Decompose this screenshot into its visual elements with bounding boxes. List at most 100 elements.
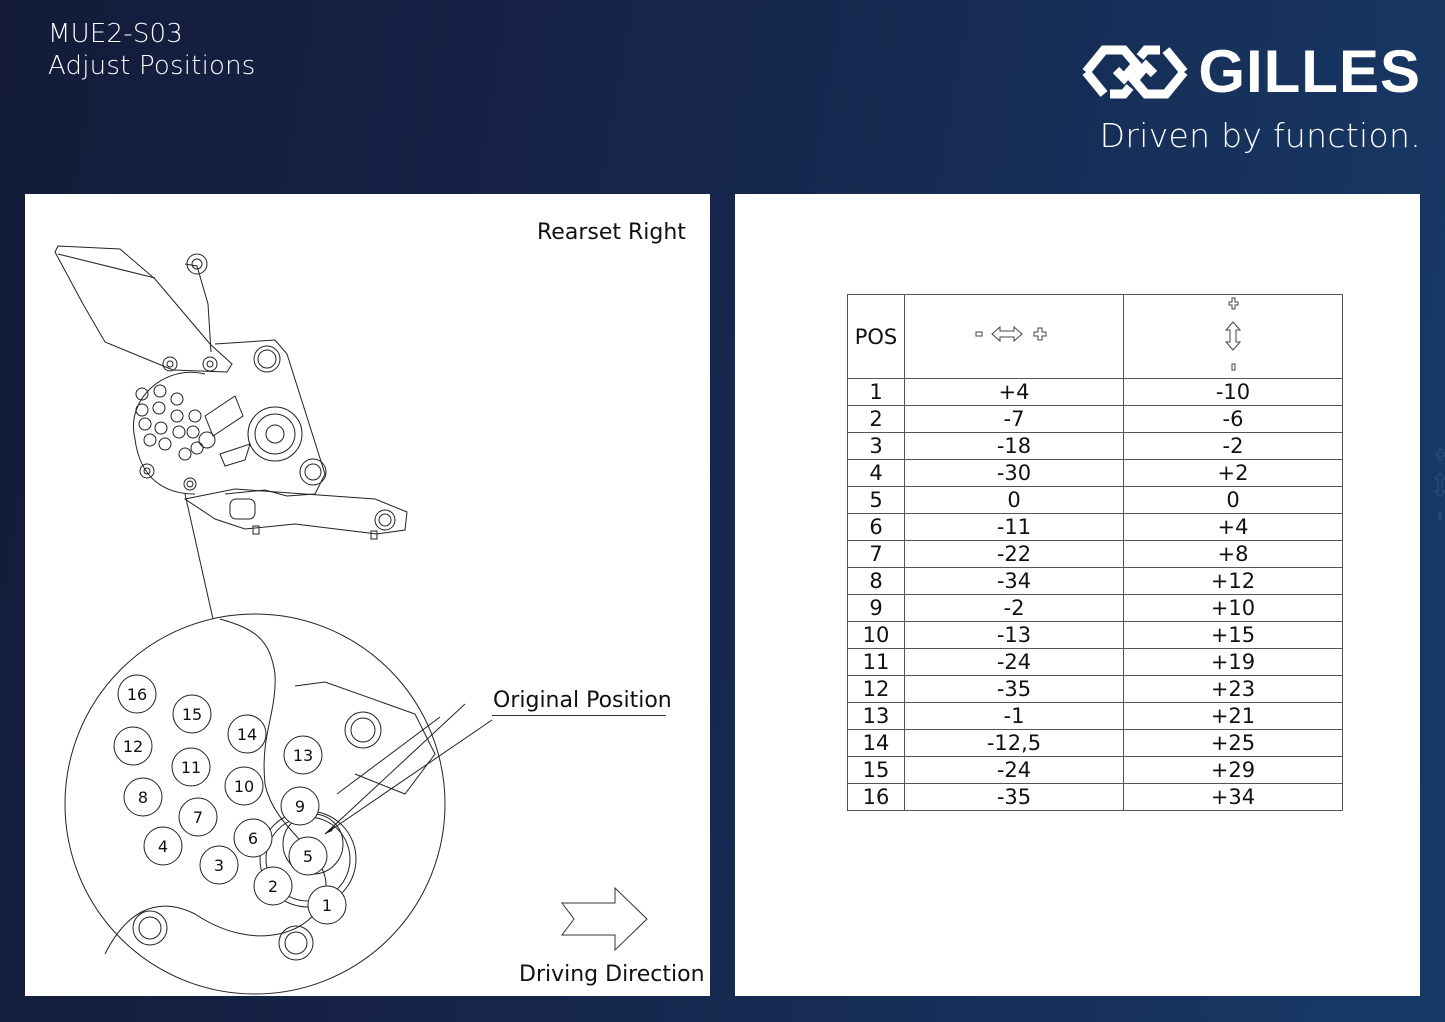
vertical-cell: +10 <box>1123 594 1343 622</box>
horizontal-adjust-header <box>904 294 1124 379</box>
table-row: 8-34+12 <box>847 567 1343 595</box>
svg-text:3: 3 <box>214 856 224 875</box>
position-marker-11: 11 <box>171 747 211 787</box>
page-subtitle: Adjust Positions <box>48 51 256 81</box>
vertical-cell: -6 <box>1123 405 1343 433</box>
table-row: 14-12,5+25 <box>847 729 1343 757</box>
position-marker-16: 16 <box>117 674 157 714</box>
drawing-title: Rearset Right <box>537 220 686 245</box>
position-marker-1: 1 <box>307 885 347 925</box>
table-row: 11-24+19 <box>847 648 1343 676</box>
svg-text:1: 1 <box>322 896 332 915</box>
table-header-row: POS <box>847 294 1343 379</box>
horizontal-cell: -34 <box>904 567 1124 595</box>
drawing-panel: 16 15 14 13 12 11 10 9 8 7 6 5 4 3 2 1 R… <box>25 194 710 996</box>
vertical-cell: +8 <box>1123 540 1343 568</box>
position-marker-2: 2 <box>253 866 293 906</box>
horizontal-cell: -22 <box>904 540 1124 568</box>
svg-text:12: 12 <box>123 737 143 756</box>
svg-text:8: 8 <box>138 788 148 807</box>
table-row: 3-18-2 <box>847 432 1343 460</box>
horizontal-cell: -11 <box>904 513 1124 541</box>
pos-cell: 3 <box>847 432 905 460</box>
table-row: 12-35+23 <box>847 675 1343 703</box>
pos-cell: 4 <box>847 459 905 487</box>
vertical-double-arrow-icon <box>1224 297 1242 371</box>
original-position-underline <box>492 715 666 716</box>
brand-tagline: Driven by function. <box>1099 116 1421 155</box>
table-row: 4-30+2 <box>847 459 1343 487</box>
table-panel: POS <box>735 194 1420 996</box>
vertical-cell: -2 <box>1123 432 1343 460</box>
svg-text:6: 6 <box>248 829 258 848</box>
pos-cell: 12 <box>847 675 905 703</box>
table-row: 16-35+34 <box>847 783 1343 811</box>
svg-text:7: 7 <box>193 808 203 827</box>
pos-cell: 10 <box>847 621 905 649</box>
document-title: MUE2-S03 Adjust Positions <box>48 18 256 82</box>
horizontal-cell: -24 <box>904 648 1124 676</box>
position-table: POS <box>847 294 1343 811</box>
vertical-cell: +2 <box>1123 459 1343 487</box>
vertical-cell: +34 <box>1123 783 1343 811</box>
svg-text:4: 4 <box>158 837 168 856</box>
position-marker-5: 5 <box>288 836 328 876</box>
position-marker-12: 12 <box>113 726 153 766</box>
horizontal-cell: -2 <box>904 594 1124 622</box>
table-row: 6-11+4 <box>847 513 1343 541</box>
vertical-cell: +4 <box>1123 513 1343 541</box>
brand-name: GILLES <box>1198 38 1421 105</box>
vertical-cell: +29 <box>1123 756 1343 784</box>
table-row: 10-13+15 <box>847 621 1343 649</box>
svg-text:11: 11 <box>181 758 201 777</box>
horizontal-cell: -24 <box>904 756 1124 784</box>
pos-cell: 8 <box>847 567 905 595</box>
table-row: 9-2+10 <box>847 594 1343 622</box>
pos-cell: 13 <box>847 702 905 730</box>
svg-text:10: 10 <box>234 777 254 796</box>
vertical-cell: +19 <box>1123 648 1343 676</box>
table-row: 7-22+8 <box>847 540 1343 568</box>
vertical-cell: 0 <box>1123 486 1343 514</box>
vertical-cell: +15 <box>1123 621 1343 649</box>
driving-direction-label: Driving Direction <box>519 962 705 987</box>
vertical-cell: +23 <box>1123 675 1343 703</box>
horizontal-cell: -35 <box>904 783 1124 811</box>
heel-guard-outline <box>54 245 233 373</box>
pos-header: POS <box>847 294 905 379</box>
position-marker-4: 4 <box>143 826 183 866</box>
horizontal-cell: -35 <box>904 675 1124 703</box>
svg-text:15: 15 <box>182 705 202 724</box>
detail-view-circle <box>64 613 446 995</box>
position-marker-13: 13 <box>283 735 323 775</box>
horizontal-cell: 0 <box>904 486 1124 514</box>
table-row: 13-1+21 <box>847 702 1343 730</box>
horizontal-cell: -7 <box>904 405 1124 433</box>
vertical-adjust-header <box>1123 294 1343 379</box>
horizontal-cell: -30 <box>904 459 1124 487</box>
pos-cell: 15 <box>847 756 905 784</box>
svg-text:16: 16 <box>127 685 147 704</box>
horizontal-double-arrow-icon <box>975 325 1047 343</box>
vertical-cell: +25 <box>1123 729 1343 757</box>
horizontal-cell: -12,5 <box>904 729 1124 757</box>
rearset-drawing: 16 15 14 13 12 11 10 9 8 7 6 5 4 3 2 1 <box>54 245 648 995</box>
part-code: MUE2-S03 <box>48 19 184 49</box>
table-row: 15-24+29 <box>847 756 1343 784</box>
original-position-label: Original Position <box>493 688 672 713</box>
position-marker-9: 9 <box>280 786 320 826</box>
pos-cell: 9 <box>847 594 905 622</box>
gilles-logo-icon <box>1082 45 1188 99</box>
horizontal-cell: -13 <box>904 621 1124 649</box>
edge-vertical-arrow-icon <box>1433 448 1445 520</box>
svg-text:9: 9 <box>295 797 305 816</box>
position-marker-8: 8 <box>123 777 163 817</box>
pos-cell: 6 <box>847 513 905 541</box>
pos-cell: 5 <box>847 486 905 514</box>
pos-cell: 7 <box>847 540 905 568</box>
horizontal-cell: +4 <box>904 378 1124 406</box>
pos-cell: 1 <box>847 378 905 406</box>
pos-cell: 11 <box>847 648 905 676</box>
position-marker-10: 10 <box>224 766 264 806</box>
position-marker-15: 15 <box>172 694 212 734</box>
